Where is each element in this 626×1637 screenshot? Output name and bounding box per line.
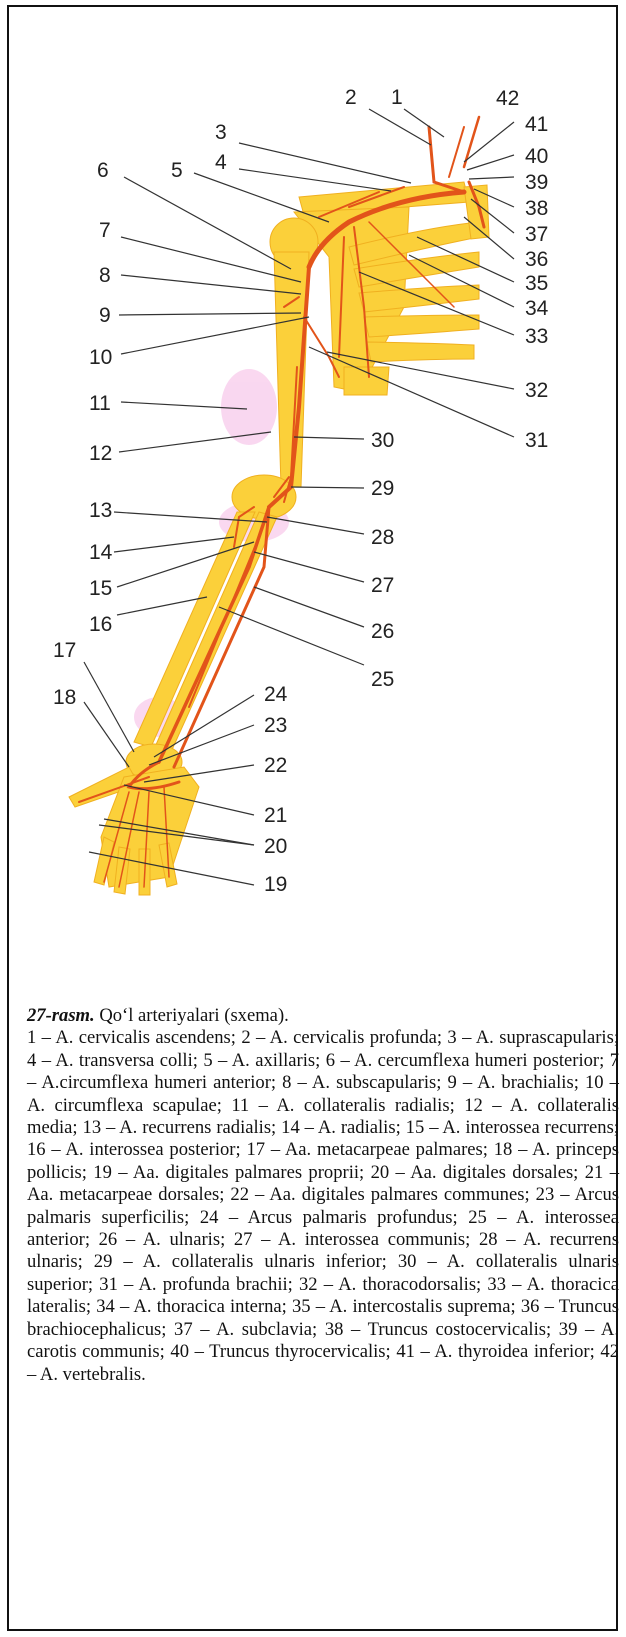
label-17: 17	[53, 639, 76, 662]
caption-item: 26 – A. ulnaris;	[98, 1229, 226, 1251]
label-3: 3	[215, 121, 227, 144]
label-29: 29	[371, 477, 394, 500]
label-39: 39	[525, 171, 548, 194]
label-26: 26	[371, 620, 394, 643]
caption-title: 27-rasm.	[27, 1005, 95, 1026]
caption-item: 2 – A. cervicalis profunda;	[241, 1027, 443, 1049]
label-16: 16	[89, 613, 112, 636]
caption-item: 33 – A. thoracica lateralis;	[27, 1273, 619, 1318]
label-42: 42	[496, 87, 519, 110]
caption-item: 20 – Aa. digitales dorsales;	[370, 1161, 579, 1183]
label-28: 28	[371, 526, 394, 549]
label-10: 10	[89, 346, 112, 369]
label-20: 20	[264, 835, 287, 858]
caption-item: 18 – A. princeps pollicis;	[27, 1139, 619, 1183]
caption-item: 13 – A. recurrens radialis;	[82, 1117, 277, 1139]
caption-item: 27 – A. interossea communis;	[233, 1229, 471, 1251]
caption-item: 31 – A. profunda brachii;	[99, 1273, 293, 1295]
caption-item: 16 – A. interossea posterior;	[27, 1139, 241, 1161]
caption-item: 37 – A. subclavia;	[174, 1318, 318, 1340]
label-23: 23	[264, 714, 287, 737]
label-30: 30	[371, 429, 394, 452]
caption-item: 6 – A. cercumflexa humeri posterior;	[325, 1049, 605, 1071]
caption-item: 14 – A. radialis;	[281, 1117, 401, 1139]
caption-item: 28 – A. recurrens ulnaris;	[27, 1229, 619, 1273]
caption-item: 10 – A. circumflexa scapulae;	[27, 1072, 619, 1116]
caption-item: 1 – A. cervicalis ascendens;	[27, 1027, 236, 1049]
label-33: 33	[525, 325, 548, 348]
label-12: 12	[89, 442, 112, 465]
label-14: 14	[89, 541, 113, 564]
label-15: 15	[89, 577, 112, 600]
arm-arteries-illustration: 1 2 3 4 5 6 7 8 9 10 11 12 13 14 15 16 1…	[53, 86, 549, 896]
caption-item: 12 – A. collateralis media;	[27, 1094, 619, 1139]
label-40: 40	[525, 145, 548, 168]
caption-item: 42 – A. vertebralis.	[27, 1341, 619, 1385]
label-2: 2	[345, 86, 357, 109]
figure-caption: 27-rasm. Qo‘l arteriyalari (sxema). 1 – …	[27, 1005, 619, 1386]
label-11: 11	[89, 392, 111, 415]
caption-item: 25 – A. interossea anterior;	[27, 1206, 619, 1251]
caption-item: 9 – A. brachialis;	[447, 1072, 579, 1094]
label-32: 32	[525, 379, 548, 402]
caption-item: 34 – A. thoracica interna;	[96, 1296, 287, 1318]
label-37: 37	[525, 223, 548, 246]
figure-labels: 1 2 3 4 5 6 7 8 9 10 11 12 13 14 15 16 1…	[53, 86, 549, 896]
caption-item: 23 – Arcus palmaris superficilis;	[27, 1184, 620, 1228]
label-22: 22	[264, 754, 287, 777]
caption-item: 39 – A. carotis communis;	[27, 1318, 619, 1363]
caption-item: 19 – Aa. digitales palmares proprii;	[93, 1161, 365, 1183]
label-8: 8	[99, 264, 111, 287]
label-35: 35	[525, 272, 548, 295]
label-7: 7	[99, 219, 111, 242]
label-9: 9	[99, 304, 111, 327]
label-41: 41	[525, 113, 548, 136]
label-18: 18	[53, 686, 76, 709]
caption-item: 36 – Truncus brachiocephalicus;	[27, 1296, 620, 1340]
caption-item: 22 – Aa. digitales palmares communes;	[230, 1184, 530, 1206]
label-1: 1	[391, 86, 403, 109]
caption-item: 24 – Arcus palmaris profundus;	[199, 1206, 458, 1228]
label-21: 21	[264, 804, 287, 827]
label-31: 31	[525, 429, 548, 452]
caption-item: 11 – A. collateralis radialis;	[231, 1094, 455, 1116]
caption-item: 35 – A. intercostalis suprema;	[291, 1296, 516, 1318]
caption-item: 5 – A. axillaris;	[203, 1049, 321, 1071]
caption-subtitle: Qo‘l arteriyalari (sxema).	[94, 1005, 289, 1026]
label-36: 36	[525, 248, 548, 271]
caption-item: 38 – Truncus costocervicalis;	[324, 1318, 552, 1340]
caption-item: 8 – A. subscapularis;	[282, 1072, 442, 1094]
label-38: 38	[525, 197, 548, 220]
caption-item: 30 – A. collateralis ulnaris superior;	[27, 1251, 620, 1295]
arteries	[78, 115, 486, 888]
caption-item: 41 – A. thyroidea inferior;	[396, 1341, 595, 1363]
caption-legend: 1 – A. cervicalis ascendens; 2 – A. cerv…	[27, 1027, 619, 1384]
label-25: 25	[371, 668, 394, 691]
leader-lines	[83, 108, 515, 886]
label-5: 5	[171, 159, 183, 182]
caption-item: 3 – A. suprascapularis;	[447, 1027, 619, 1049]
label-13: 13	[89, 499, 112, 522]
caption-item: 17 – Aa. metacarpeae palmares;	[246, 1139, 488, 1161]
caption-item: 21 – Aa. metacarpeae dorsales;	[27, 1161, 619, 1206]
label-34: 34	[525, 297, 549, 320]
caption-item: 32 – A. thoracodorsalis;	[299, 1273, 482, 1295]
label-24: 24	[264, 683, 288, 706]
label-19: 19	[264, 873, 287, 896]
label-4: 4	[215, 151, 227, 174]
label-27: 27	[371, 574, 394, 597]
caption-item: 15 – A. interossea recurrens;	[405, 1117, 619, 1139]
caption-item: 40 – Truncus thyrocervicalis;	[170, 1341, 391, 1363]
label-6: 6	[97, 159, 109, 182]
caption-item: 29 – A. collateralis ulnaris inferior;	[93, 1251, 387, 1273]
figure-frame: 1 2 3 4 5 6 7 8 9 10 11 12 13 14 15 16 1…	[7, 5, 619, 1631]
caption-item: 7 – A.circumflexa humeri anterior;	[27, 1049, 619, 1094]
caption-item: 4 – A. transversa colli;	[27, 1049, 198, 1071]
